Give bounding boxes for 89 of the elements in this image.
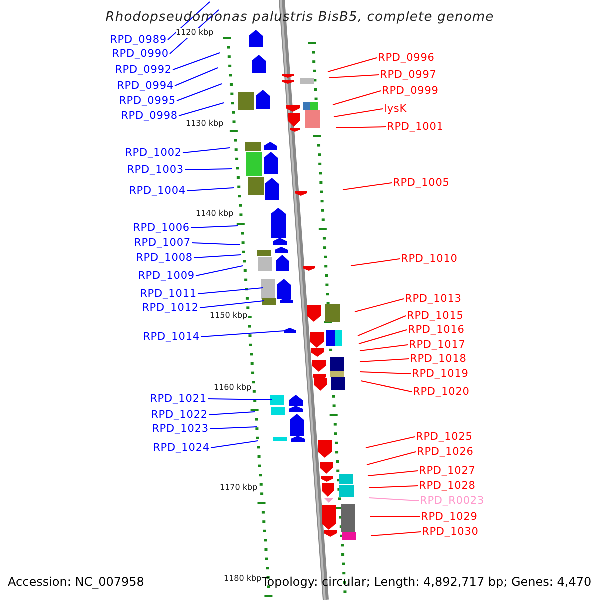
gene-label: RPD_1003 bbox=[127, 164, 184, 176]
scale-label: 1150 kbp bbox=[210, 311, 248, 321]
gene-label: RPD_1006 bbox=[133, 222, 190, 234]
gene-label: RPD_1019 bbox=[412, 368, 469, 380]
gene-label: RPD_1013 bbox=[405, 293, 462, 305]
scale-label: 1130 kbp bbox=[186, 119, 224, 129]
leader-line bbox=[360, 358, 410, 362]
gene-label: RPD_1017 bbox=[409, 339, 466, 351]
gene-label: RPD_1028 bbox=[419, 480, 476, 492]
gene-label: RPD_1010 bbox=[401, 253, 458, 265]
gene-label: RPD_1018 bbox=[410, 353, 467, 365]
gene-label: RPD_0998 bbox=[121, 110, 178, 122]
leader-line bbox=[360, 344, 408, 352]
leader-line bbox=[186, 188, 234, 192]
scale-label: 1160 kbp bbox=[214, 383, 252, 393]
leader-line bbox=[332, 90, 382, 106]
leader-line bbox=[176, 84, 222, 102]
leader-line bbox=[366, 452, 416, 466]
leader-line bbox=[328, 74, 380, 78]
leader-line bbox=[182, 148, 230, 154]
gene-label: RPD_R0023 bbox=[420, 495, 485, 507]
leader-line bbox=[192, 242, 240, 246]
leader-line bbox=[350, 258, 400, 266]
gene-label: RPD_1020 bbox=[413, 386, 470, 398]
leader-line bbox=[370, 532, 422, 536]
gene-label: RPD_1014 bbox=[143, 331, 200, 343]
leader-line bbox=[334, 108, 384, 118]
leader-line bbox=[360, 372, 412, 374]
scale-label: 1140 kbp bbox=[196, 209, 234, 219]
leader-line bbox=[178, 102, 224, 116]
leader-line bbox=[172, 52, 220, 70]
leader-line bbox=[208, 412, 256, 416]
gene-label: RPD_1002 bbox=[125, 147, 182, 159]
gene-label: RPD_0995 bbox=[119, 95, 176, 107]
leader-line bbox=[210, 440, 258, 448]
gene-label: RPD_1015 bbox=[407, 310, 464, 322]
gene-label: RPD_1029 bbox=[421, 511, 478, 523]
gene-label: RPD_1005 bbox=[393, 177, 450, 189]
gene-label: RPD_1001 bbox=[387, 121, 444, 133]
leader-line bbox=[208, 398, 272, 400]
gene-label: RPD_1007 bbox=[134, 237, 191, 249]
leader-line bbox=[200, 300, 264, 308]
leader-line bbox=[194, 254, 242, 258]
gene-label: RPD_1016 bbox=[408, 324, 465, 336]
gene-label: RPD_1026 bbox=[417, 446, 474, 458]
leader-line bbox=[342, 182, 392, 190]
gene-label: RPD_0997 bbox=[380, 69, 437, 81]
gene-label: RPD_1023 bbox=[152, 423, 209, 435]
leader-line bbox=[336, 126, 386, 128]
leader-line bbox=[370, 516, 420, 518]
leader-line bbox=[184, 168, 232, 170]
gene-label: RPD_1021 bbox=[150, 393, 207, 405]
leader-line bbox=[210, 426, 258, 430]
gene-label: RPD_0999 bbox=[382, 85, 439, 97]
footer-text: Accession: NC_007958 bbox=[8, 575, 144, 589]
gene-label: RPD_1009 bbox=[138, 270, 195, 282]
leader-line bbox=[368, 470, 418, 476]
gene-label: RPD_1012 bbox=[142, 302, 199, 314]
leader-line bbox=[368, 486, 418, 488]
gene-label: RPD_1022 bbox=[151, 409, 208, 421]
gene-label: RPD_0994 bbox=[117, 80, 174, 92]
leader-line bbox=[354, 298, 404, 312]
gene-label: RPD_1004 bbox=[129, 185, 186, 197]
leader-line bbox=[358, 330, 408, 344]
leader-line bbox=[190, 226, 238, 228]
gene-label: RPD_0992 bbox=[115, 64, 172, 76]
leader-line bbox=[328, 58, 378, 72]
scale-label: 1120 kbp bbox=[176, 28, 214, 38]
leader-line bbox=[360, 380, 412, 392]
scale-label: 1170 kbp bbox=[220, 483, 258, 493]
leader-line bbox=[358, 316, 406, 336]
gene-label: RPD_1008 bbox=[136, 252, 193, 264]
leader-line bbox=[368, 498, 420, 502]
gene-label: RPD_1025 bbox=[416, 431, 473, 443]
gene-label: RPD_1027 bbox=[419, 465, 476, 477]
gene-label: lysK bbox=[384, 103, 408, 115]
gene-label: RPD_1024 bbox=[153, 442, 210, 454]
leader-line bbox=[174, 68, 218, 86]
gene-label: RPD_1030 bbox=[422, 526, 479, 538]
leader-line bbox=[196, 266, 244, 276]
gene-label: RPD_0989 bbox=[110, 34, 167, 46]
leader-line bbox=[198, 288, 264, 294]
scale-label: 1180 kbp bbox=[224, 574, 262, 584]
leader-line bbox=[200, 330, 286, 338]
footer-text: Topology: circular; Length: 4,892,717 bp; Genes: 4,470 bbox=[262, 575, 592, 589]
leader-line bbox=[366, 436, 416, 448]
gene-label: RPD_1011 bbox=[140, 288, 197, 300]
gene-label: RPD_0996 bbox=[378, 52, 435, 64]
gene-label: RPD_0990 bbox=[112, 48, 169, 60]
